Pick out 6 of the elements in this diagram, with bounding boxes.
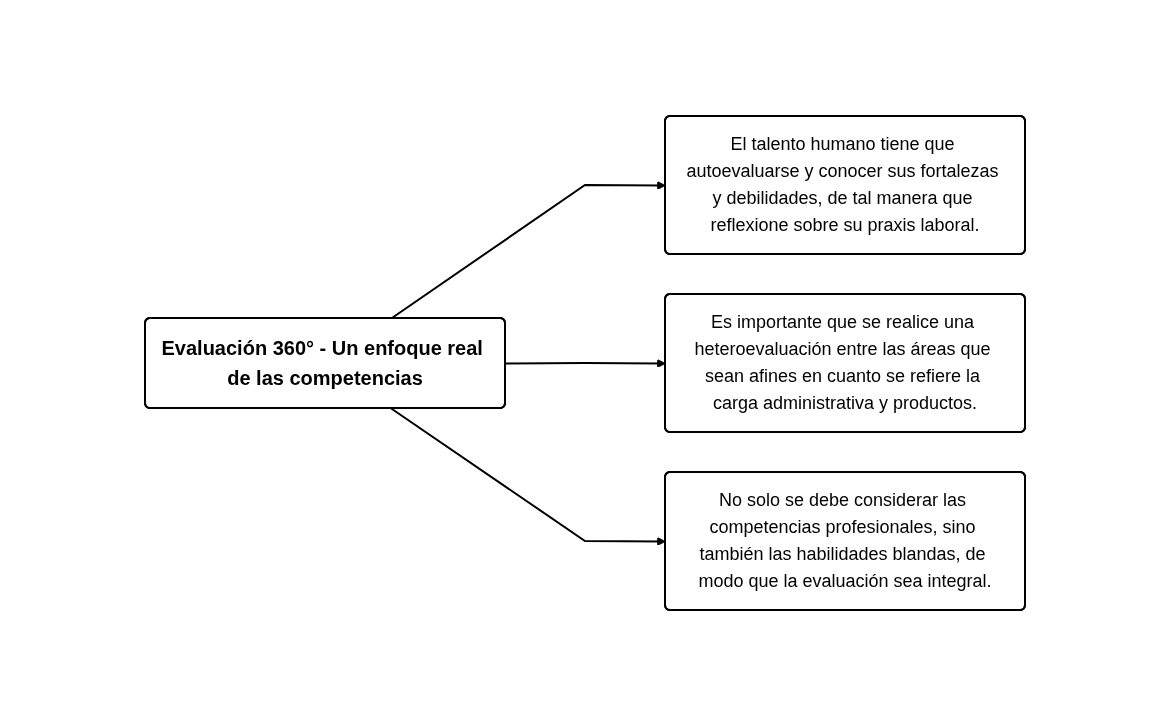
node-text: Evaluación 360° - Un enfoque real de las competencias [161, 337, 483, 389]
arrow [390, 181, 666, 320]
node-text: No solo se debe considerar las competencias profesionales, sino también las habilidades blandas, de modo que la evaluación sea integral. [698, 490, 992, 591]
node-text: Es importante que se realice una heteroevaluación entre las áreas que sean afines en cuanto se refiere la carga administrativa y productos. [694, 312, 991, 413]
arrow [390, 407, 666, 546]
node-text: El talento humano tiene que autoevaluarse y conocer sus fortalezas y debilidades, de tal manera que reflexione sobre su praxis laboral. [686, 134, 999, 235]
